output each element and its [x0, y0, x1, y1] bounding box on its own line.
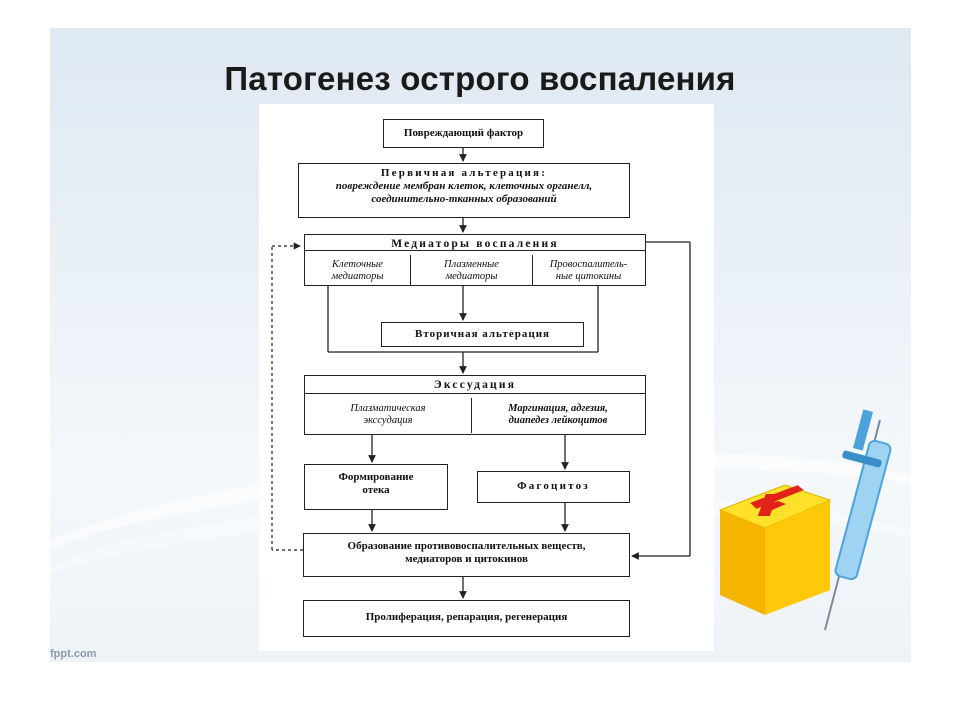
cellular-mediators-line2: медиаторы	[331, 271, 384, 282]
kit-right-face	[765, 500, 830, 615]
margination-line2: диапедез лейкоцитов	[508, 415, 608, 426]
damaging-factor-box: Повреждающий фактор	[383, 119, 544, 148]
cytokines-line2: ные цитокины	[555, 271, 622, 282]
red-cross-icon	[750, 485, 804, 516]
plasma-mediators-line2: медиаторы	[445, 271, 498, 282]
plasmatic-exudation-line1: Плазматическая	[350, 403, 426, 414]
proliferation-box: Пролиферация, репарация, регенерация	[303, 600, 630, 637]
anti-inflammatory-line1: Образование противовоспалительных вещест…	[347, 540, 586, 552]
anti-inflammatory-line2: медиаторов и цитокинов	[405, 553, 528, 565]
mediators-heading: Медиаторы воспаления	[305, 235, 645, 251]
cytokines-line1: Провоспалитель-	[549, 259, 628, 270]
secondary-alteration-label: Вторичная альтерация	[415, 328, 550, 340]
phagocytosis-label: Фагоцитоз	[517, 480, 590, 492]
primary-alteration-heading: Первичная альтерация:	[380, 167, 548, 179]
syringe-icon	[824, 409, 892, 631]
primary-alteration-line1: повреждение мембран клеток, клеточных ор…	[335, 180, 593, 192]
plasmatic-exudation-line2: экссудация	[363, 415, 413, 426]
margination-line1: Маргинация, адгезия,	[508, 403, 608, 414]
footer-brand: fppt.com	[50, 648, 97, 660]
cytokines-cell: Провоспалитель- ные цитокины	[533, 255, 644, 286]
plasma-mediators-line1: Плазменные	[444, 259, 499, 270]
edema-line2: отека	[362, 484, 390, 496]
kit-left-face	[720, 510, 765, 615]
margination-cell: Маргинация, адгезия, диапедез лейкоцитов	[472, 398, 644, 433]
primary-alteration-box: Первичная альтерация: повреждение мембра…	[298, 163, 630, 218]
cellular-mediators-line1: Клеточные	[332, 259, 383, 270]
plasma-mediators-cell: Плазменные медиаторы	[411, 255, 533, 286]
first-aid-kit-illustration	[718, 409, 892, 631]
plasmatic-exudation-cell: Плазматическая экссудация	[305, 398, 472, 433]
phagocytosis-box: Фагоцитоз	[477, 471, 630, 503]
mediators-box: Медиаторы воспаления Клеточные медиаторы…	[304, 234, 646, 286]
anti-inflammatory-box: Образование противовоспалительных вещест…	[303, 533, 630, 577]
cellular-mediators-cell: Клеточные медиаторы	[305, 255, 411, 286]
exudation-box: Экссудация Плазматическая экссудация Мар…	[304, 375, 646, 435]
edema-line1: Формирование	[338, 471, 414, 483]
primary-alteration-line2: соединительно-тканных образований	[371, 193, 557, 205]
slide-title: Патогенез острого воспаления	[224, 60, 736, 97]
edema-box: Формирование отека	[304, 464, 448, 510]
exudation-heading: Экссудация	[305, 376, 645, 394]
damaging-factor-label: Повреждающий фактор	[403, 127, 524, 139]
secondary-alteration-box: Вторичная альтерация	[381, 322, 584, 347]
proliferation-label: Пролиферация, репарация, регенерация	[365, 611, 568, 623]
